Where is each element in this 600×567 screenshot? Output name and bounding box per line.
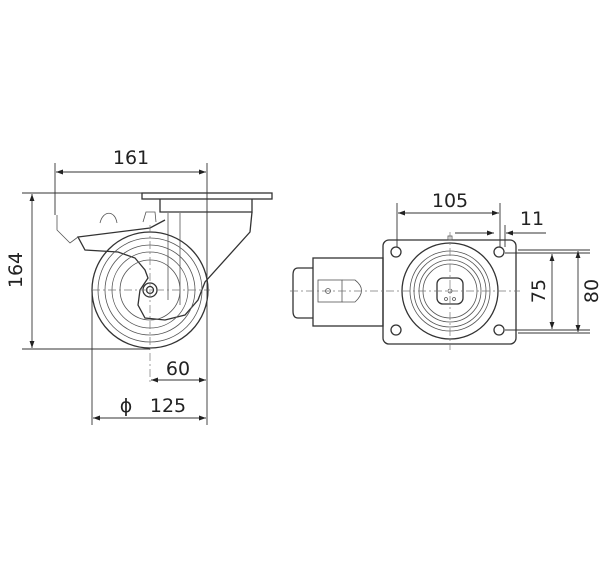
dimension-plate-width: 80	[518, 249, 600, 334]
bolt-hole	[493, 246, 505, 258]
bolt-hole	[390, 246, 402, 258]
dimension-75-label: 75	[528, 279, 550, 303]
top-view: 105 11 75 80	[290, 190, 600, 350]
fork-bracket	[56, 211, 253, 321]
bolt-hole	[390, 324, 402, 336]
side-view: 161 164 60 ϕ 125	[5, 147, 273, 425]
dimension-125-label: 125	[150, 395, 186, 417]
dimension-wheel-diameter: ϕ 125	[91, 290, 206, 425]
bolt-hole	[493, 324, 505, 336]
mounting-plate	[382, 235, 517, 345]
brake-housing	[292, 257, 384, 327]
dimension-164-label: 164	[5, 252, 27, 288]
dimension-offset: 60	[151, 358, 206, 383]
dimension-overall-height: 164	[5, 192, 150, 350]
diameter-symbol: ϕ	[120, 395, 133, 417]
dimension-80-label: 80	[581, 279, 600, 303]
dimension-105-label: 105	[432, 190, 468, 212]
dimension-bolt-spacing-x: 105	[396, 190, 501, 247]
dimension-60-label: 60	[166, 358, 190, 380]
dimension-11-label: 11	[520, 208, 544, 230]
dimension-bolt-spacing-y: 75	[505, 252, 590, 331]
dimension-overall-width: 161	[54, 147, 208, 425]
dimension-161-label: 161	[113, 147, 149, 169]
dimension-bolt-hole: 11	[455, 208, 546, 247]
